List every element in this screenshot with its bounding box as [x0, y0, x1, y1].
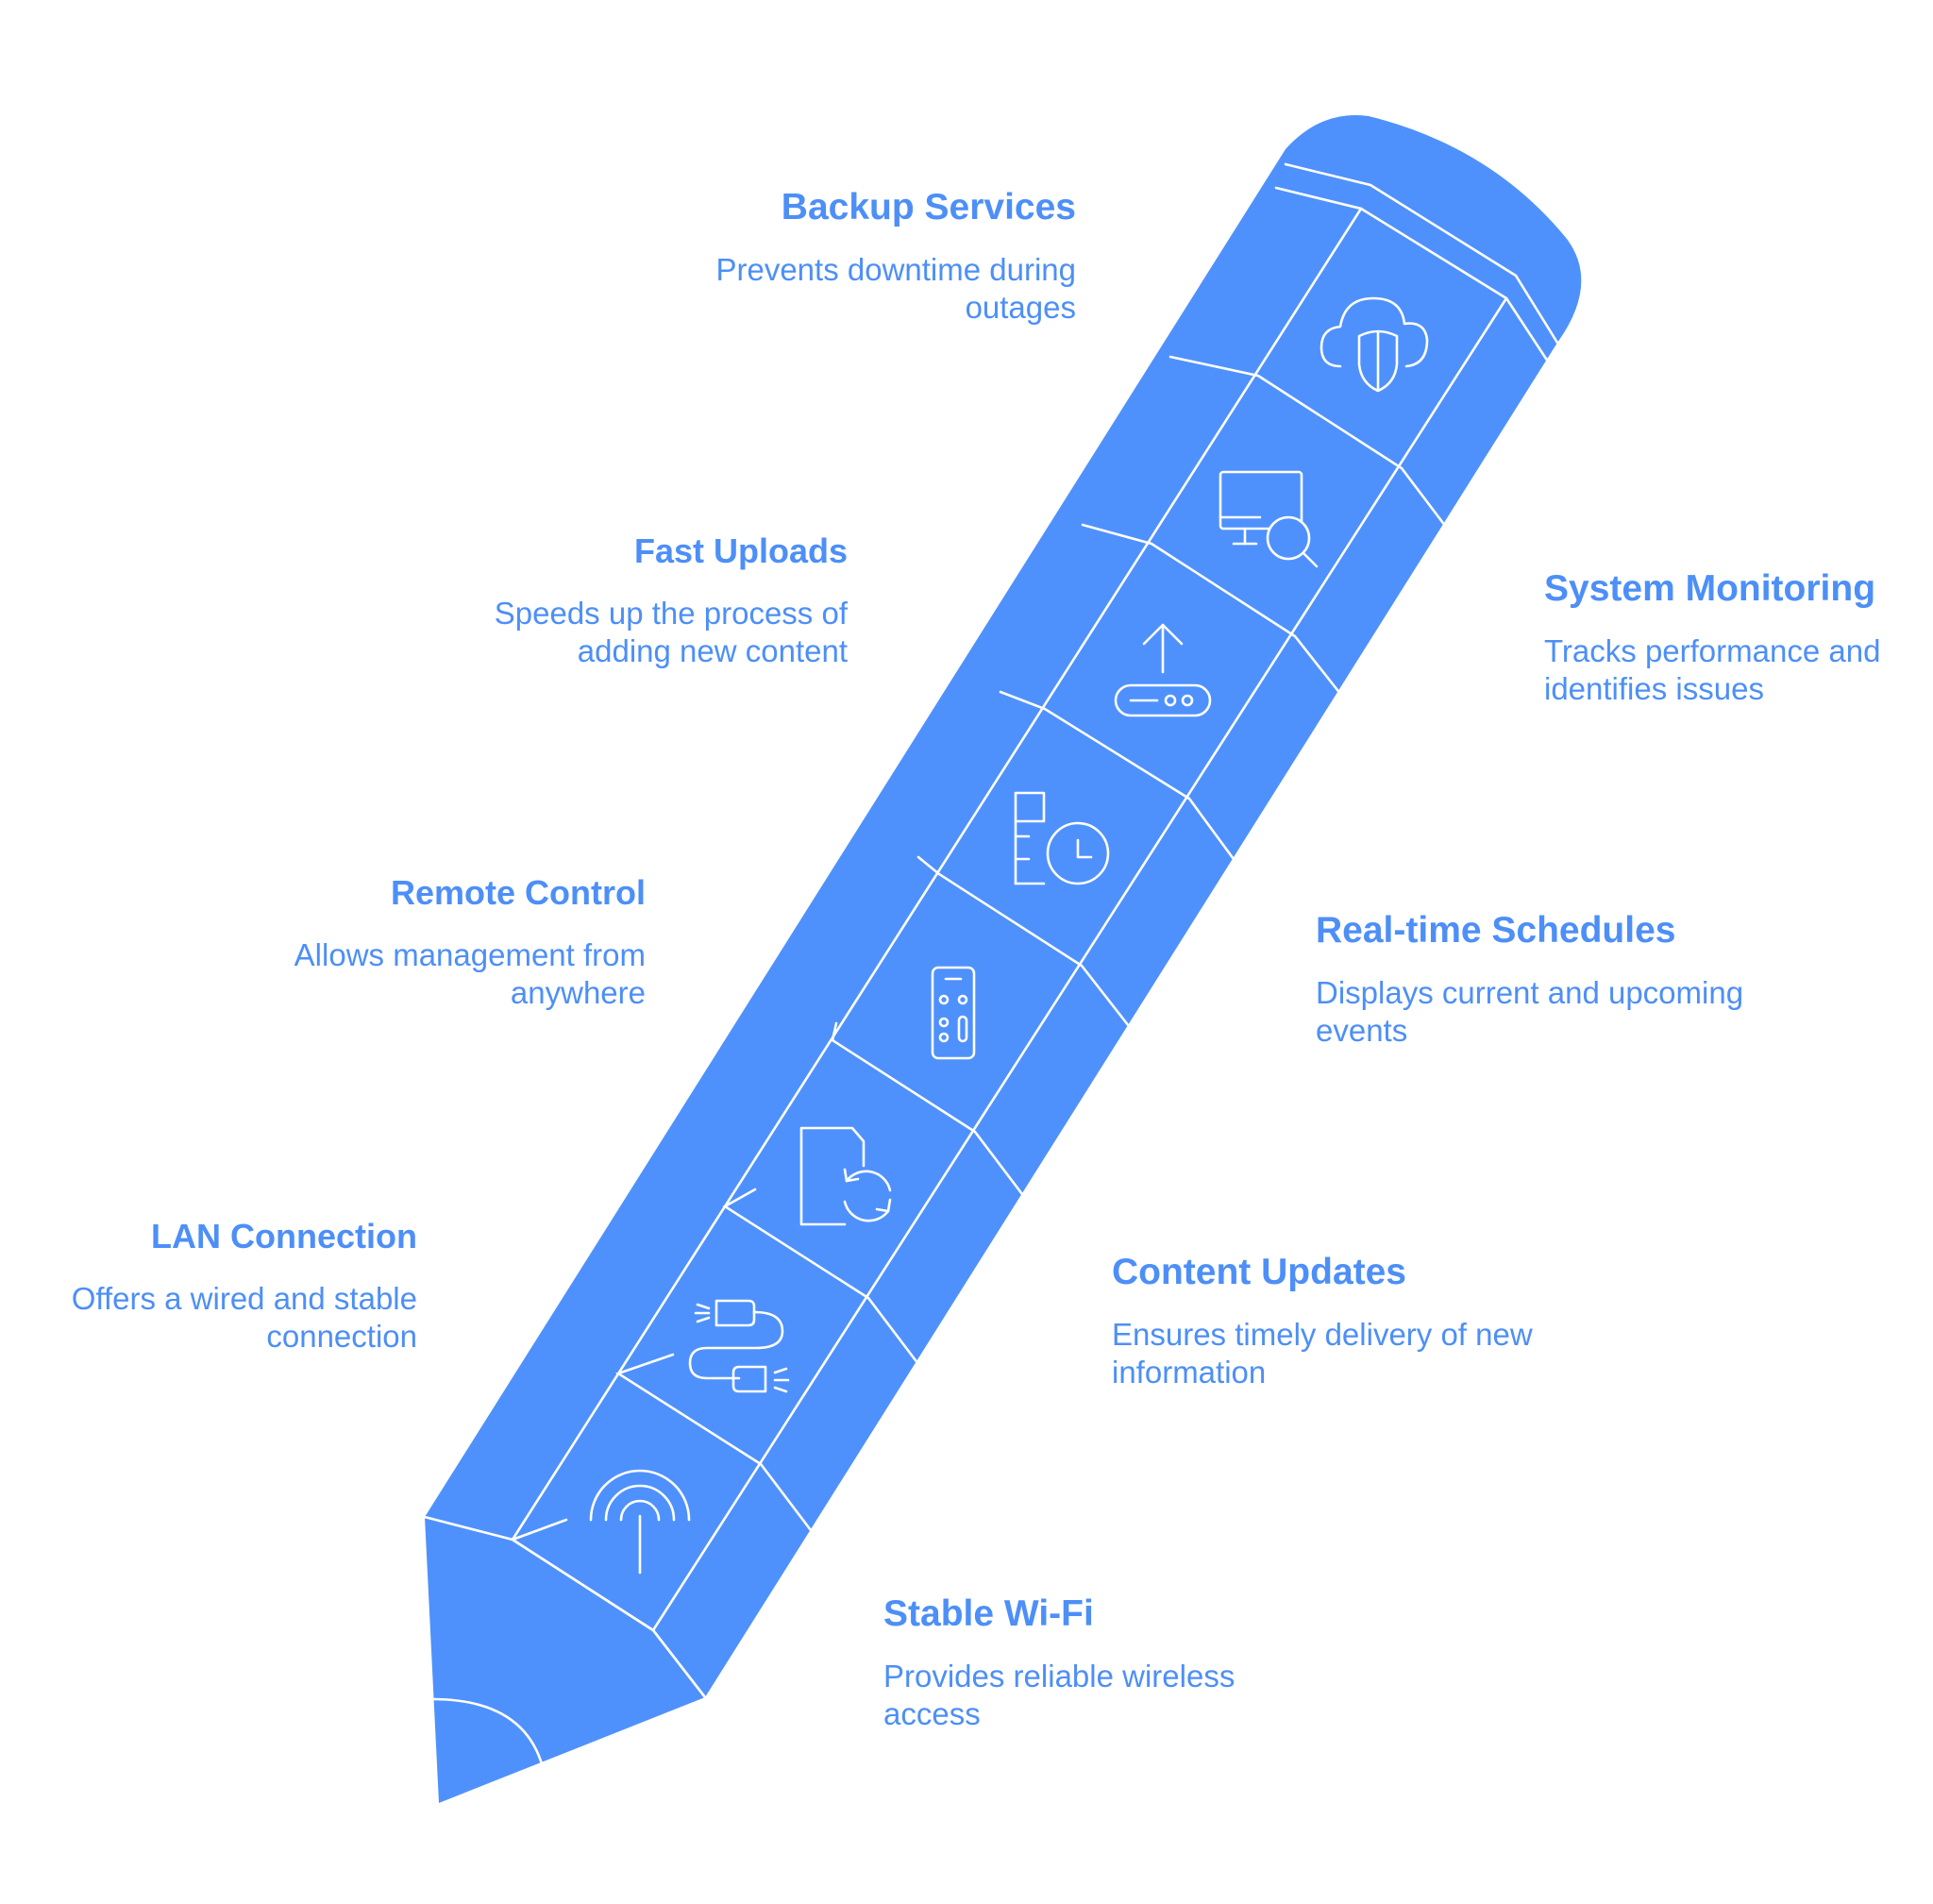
label-stable-wi-fi: Stable Wi-Fi Provides reliable wireless … [883, 1592, 1280, 1733]
cable-plug-icon [688, 1299, 790, 1393]
label-title: Real-time Schedules [1316, 910, 1676, 951]
segment-divider [615, 1353, 815, 1536]
label-description: Provides reliable wireless access [883, 1659, 1235, 1731]
remote-control-icon [931, 966, 976, 1060]
label-lan-connection: LAN Connection Offers a wired and stable… [21, 1214, 417, 1356]
segment-divider [999, 690, 1243, 871]
label-description: Speeds up the process of adding new cont… [494, 596, 848, 668]
label-remote-control: Remote Control Allows management from an… [249, 870, 646, 1012]
label-title: Content Updates [1112, 1252, 1406, 1292]
body-rail [511, 207, 1363, 1542]
label-description: Ensures timely delivery of new informati… [1112, 1317, 1533, 1390]
label-description: Tracks performance and identifies issues [1544, 633, 1881, 706]
label-content-updates: Content Updates Ensures timely delivery … [1112, 1250, 1565, 1391]
segment-divider [722, 1188, 923, 1370]
tip-outline [423, 1515, 707, 1699]
label-title: Remote Control [391, 873, 646, 912]
label-title: Stable Wi-Fi [883, 1593, 1094, 1634]
label-title: Backup Services [781, 187, 1076, 227]
segment-divider [1081, 523, 1350, 705]
cloud-shield-icon [1319, 296, 1429, 393]
upload-device-icon [1114, 623, 1212, 717]
label-backup-services: Backup Services Prevents downtime during… [680, 185, 1076, 327]
lead-arc [430, 1697, 545, 1769]
label-description: Allows management from anywhere [294, 937, 646, 1010]
file-refresh-icon [799, 1126, 892, 1226]
label-title: Fast Uploads [633, 531, 848, 570]
wifi-signal-icon [589, 1469, 691, 1575]
segment-divider [916, 855, 1137, 1036]
label-real-time-schedules: Real-time Schedules Displays current and… [1316, 908, 1807, 1050]
ferrule-line [1274, 186, 1550, 363]
schedule-clock-icon [1014, 791, 1110, 885]
label-fast-uploads: Fast Uploads Speeds up the process of ad… [451, 529, 848, 670]
segment-divider [831, 1021, 1030, 1204]
body-rail [651, 296, 1508, 1632]
monitor-search-icon [1219, 470, 1319, 568]
label-description: Offers a wired and stable connection [71, 1281, 417, 1354]
label-description: Displays current and upcoming events [1316, 975, 1744, 1048]
label-title: System Monitoring [1544, 568, 1876, 609]
label-title: LAN Connection [151, 1217, 417, 1255]
segment-divider [1168, 355, 1456, 540]
label-description: Prevents downtime during outages [715, 252, 1076, 325]
label-system-monitoring: System Monitoring Tracks performance and… [1544, 566, 1922, 708]
ferrule-line [1284, 162, 1559, 345]
